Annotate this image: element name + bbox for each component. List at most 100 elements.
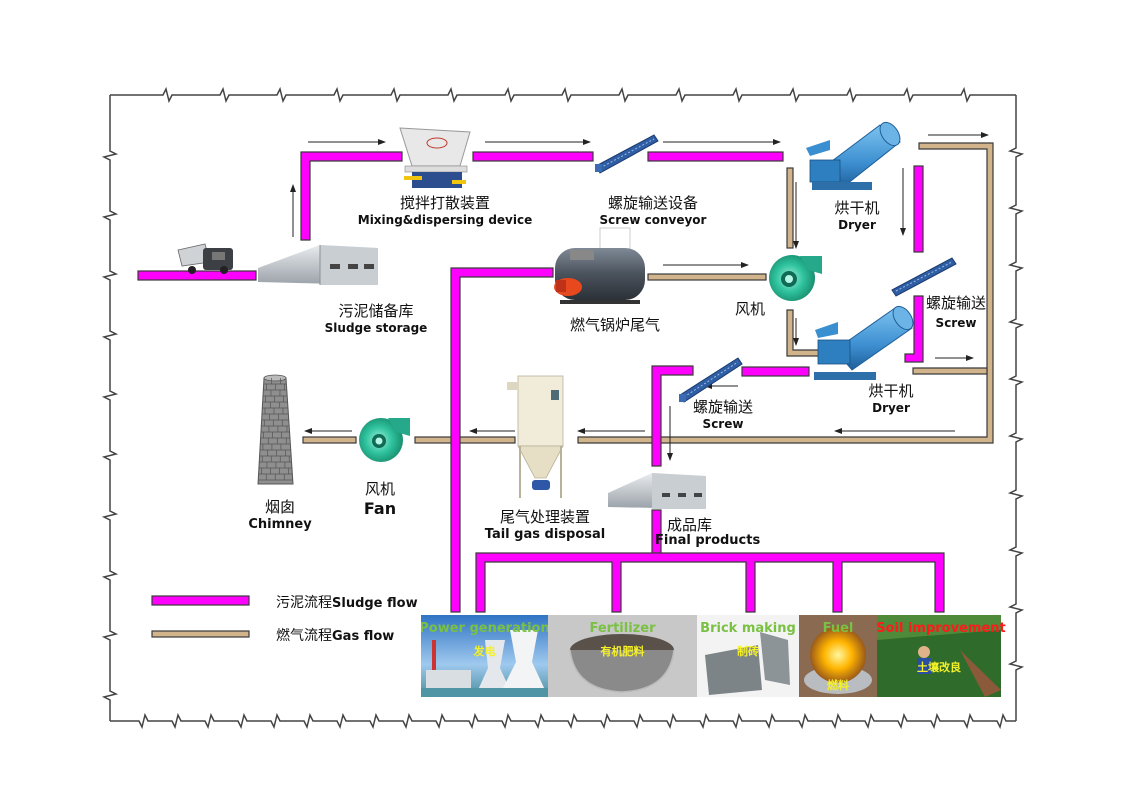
screw-conveyor-icon xyxy=(595,134,659,174)
gas-pipe-boiler-to-fan xyxy=(647,273,767,281)
product-subtitle: 制砖 xyxy=(737,645,759,658)
boiler-label: 燃气锅炉尾气 xyxy=(560,314,670,335)
legend-gas: 燃气流程Gas flow xyxy=(276,625,394,645)
product-fertilizer-image xyxy=(548,615,697,697)
sludge-pipe-screw-to-final xyxy=(651,365,694,467)
product-subtitle: 发电 xyxy=(473,645,496,658)
screw-bottom-label-cn: 螺旋输送 xyxy=(692,398,753,416)
tail-gas-label-cn: 尾气处理装置 xyxy=(499,508,590,526)
dryer-bottom-label-en: Dryer xyxy=(872,401,910,415)
sludge-pipe-storage-to-mixer xyxy=(300,151,403,241)
fan-icon xyxy=(769,255,822,301)
screw-right-label: 螺旋输送 Screw xyxy=(923,292,989,330)
product-fuel: Fuel 燃料 xyxy=(799,615,877,697)
screw-conveyor-icon xyxy=(891,257,957,297)
sludge-pipe-mixer-to-screw xyxy=(472,151,594,162)
legend-swatch-sludge xyxy=(151,595,250,606)
chimney-label-cn: 烟囱 xyxy=(264,498,295,516)
sludge-storage-label: 污泥储备库 Sludge storage xyxy=(316,300,436,335)
product-title: Soil improvement xyxy=(876,621,1006,636)
chimney-label: 烟囱 Chimney xyxy=(240,496,320,532)
product-subtitle: 有机肥料 xyxy=(600,645,645,658)
product-fertilizer: Fertilizer 有机肥料 xyxy=(548,615,697,697)
bag-filter-icon xyxy=(507,375,564,498)
final-products-label-cn: 成品库 xyxy=(667,516,713,534)
legend-sludge-en: Sludge flow xyxy=(332,596,418,611)
fan-bottom-label-en: Fan xyxy=(363,499,397,518)
gas-pipe-into-filter xyxy=(414,436,516,444)
final-products-label: 成品库 Final products xyxy=(655,514,770,548)
final-products-label-en: Final products xyxy=(655,533,761,548)
fan-mid-label: 风机 xyxy=(728,298,772,319)
warehouse-icon xyxy=(258,245,378,285)
zigzag-border xyxy=(101,86,1025,730)
mixer-label-en: Mixing&dispersing device xyxy=(357,213,533,227)
gas-pipe-dryer-bottom-outlet xyxy=(912,367,988,375)
chimney-label-en: Chimney xyxy=(248,517,312,532)
dryer-top-label-cn: 烘干机 xyxy=(834,199,880,217)
product-title: Fuel xyxy=(822,621,854,636)
screw-bottom-label-en: Screw xyxy=(702,417,744,431)
legend-swatch-gas xyxy=(151,630,250,638)
sludge-pipe-truck-to-storage xyxy=(137,270,257,281)
sludge-pipe-screw-to-dryer xyxy=(647,151,784,162)
sludge-pipe-product-distribution xyxy=(475,552,945,613)
legend-sludge-cn: 污泥流程 xyxy=(276,595,332,611)
product-fuel-image xyxy=(799,615,877,697)
product-power-generation: Power generation 发电 xyxy=(421,615,548,697)
sludge-storage-label-en: Sludge storage xyxy=(324,321,428,335)
legend-gas-en: Gas flow xyxy=(332,629,395,644)
gas-pipe-filter-to-fan xyxy=(302,436,357,444)
gas-pipe-dryer-top-outlet xyxy=(577,142,994,444)
screw-conveyor-top-label-cn: 螺旋输送设备 xyxy=(607,194,698,212)
gas-pipe-fan-to-dryer-bottom xyxy=(786,309,820,357)
sludge-storage-label-cn: 污泥储备库 xyxy=(338,302,414,320)
product-power-image xyxy=(421,615,548,697)
legend-gas-cn: 燃气流程 xyxy=(276,628,332,644)
dryer-bottom-label: 烘干机 Dryer xyxy=(856,380,926,415)
rotary-dryer-icon xyxy=(806,121,901,190)
dump-truck-icon xyxy=(177,243,233,274)
sludge-flow-pipes xyxy=(137,151,945,613)
gas-boiler-icon xyxy=(554,227,645,304)
legend-sludge: 污泥流程Sludge flow xyxy=(276,592,418,612)
product-brick-image xyxy=(697,615,799,697)
mixer-label-cn: 搅拌打散装置 xyxy=(399,194,490,212)
chimney-icon xyxy=(257,374,294,485)
product-subtitle: 燃料 xyxy=(827,679,849,692)
dryer-top-label-en: Dryer xyxy=(838,218,876,232)
mixer-machine-icon xyxy=(399,127,471,188)
screw-conveyor-top-label: 螺旋输送设备 Screw conveyor xyxy=(583,192,723,227)
fan-bottom-label-cn: 风机 xyxy=(364,480,395,498)
tail-gas-label-en: Tail gas disposal xyxy=(484,527,606,542)
flow-arrows xyxy=(290,132,989,461)
sludge-pipe-dryer-to-screw-bottom xyxy=(741,366,810,377)
boiler-label-cn: 燃气锅炉尾气 xyxy=(569,316,660,334)
screw-bottom-label: 螺旋输送 Screw xyxy=(690,396,756,431)
dryer-bottom-label-cn: 烘干机 xyxy=(868,382,914,400)
product-title: Brick making xyxy=(700,621,796,636)
sludge-pipe-dryer-top-down xyxy=(913,165,924,253)
fan-icon xyxy=(359,418,410,462)
mixer-label: 搅拌打散装置 Mixing&dispersing device xyxy=(345,192,545,227)
sludge-pipe-screw-right-to-dryer xyxy=(904,295,924,363)
tail-gas-label: 尾气处理装置 Tail gas disposal xyxy=(470,506,620,542)
dryer-top-label: 烘干机 Dryer xyxy=(822,197,892,232)
sludge-pipe-boiler-feed xyxy=(450,267,554,613)
screw-conveyor-top-label-en: Screw conveyor xyxy=(599,213,707,227)
product-title: Fertilizer xyxy=(589,621,656,636)
product-soil-improvement: Soil improvement 土壤改良 xyxy=(876,615,1006,697)
product-soil-image xyxy=(877,615,1001,697)
product-title: Power generation xyxy=(421,621,548,636)
fan-mid-label-cn: 风机 xyxy=(734,300,765,318)
rotary-dryer-icon xyxy=(814,305,914,380)
warehouse-icon xyxy=(608,473,706,509)
screw-conveyor-icon xyxy=(679,357,743,403)
screw-right-label-en: Screw xyxy=(935,316,977,330)
product-subtitle: 土壤改良 xyxy=(917,661,961,674)
screw-right-label-cn: 螺旋输送 xyxy=(925,294,986,312)
fan-bottom-label: 风机 Fan xyxy=(350,478,410,518)
gas-pipe-down-to-dryer-top xyxy=(786,167,794,249)
